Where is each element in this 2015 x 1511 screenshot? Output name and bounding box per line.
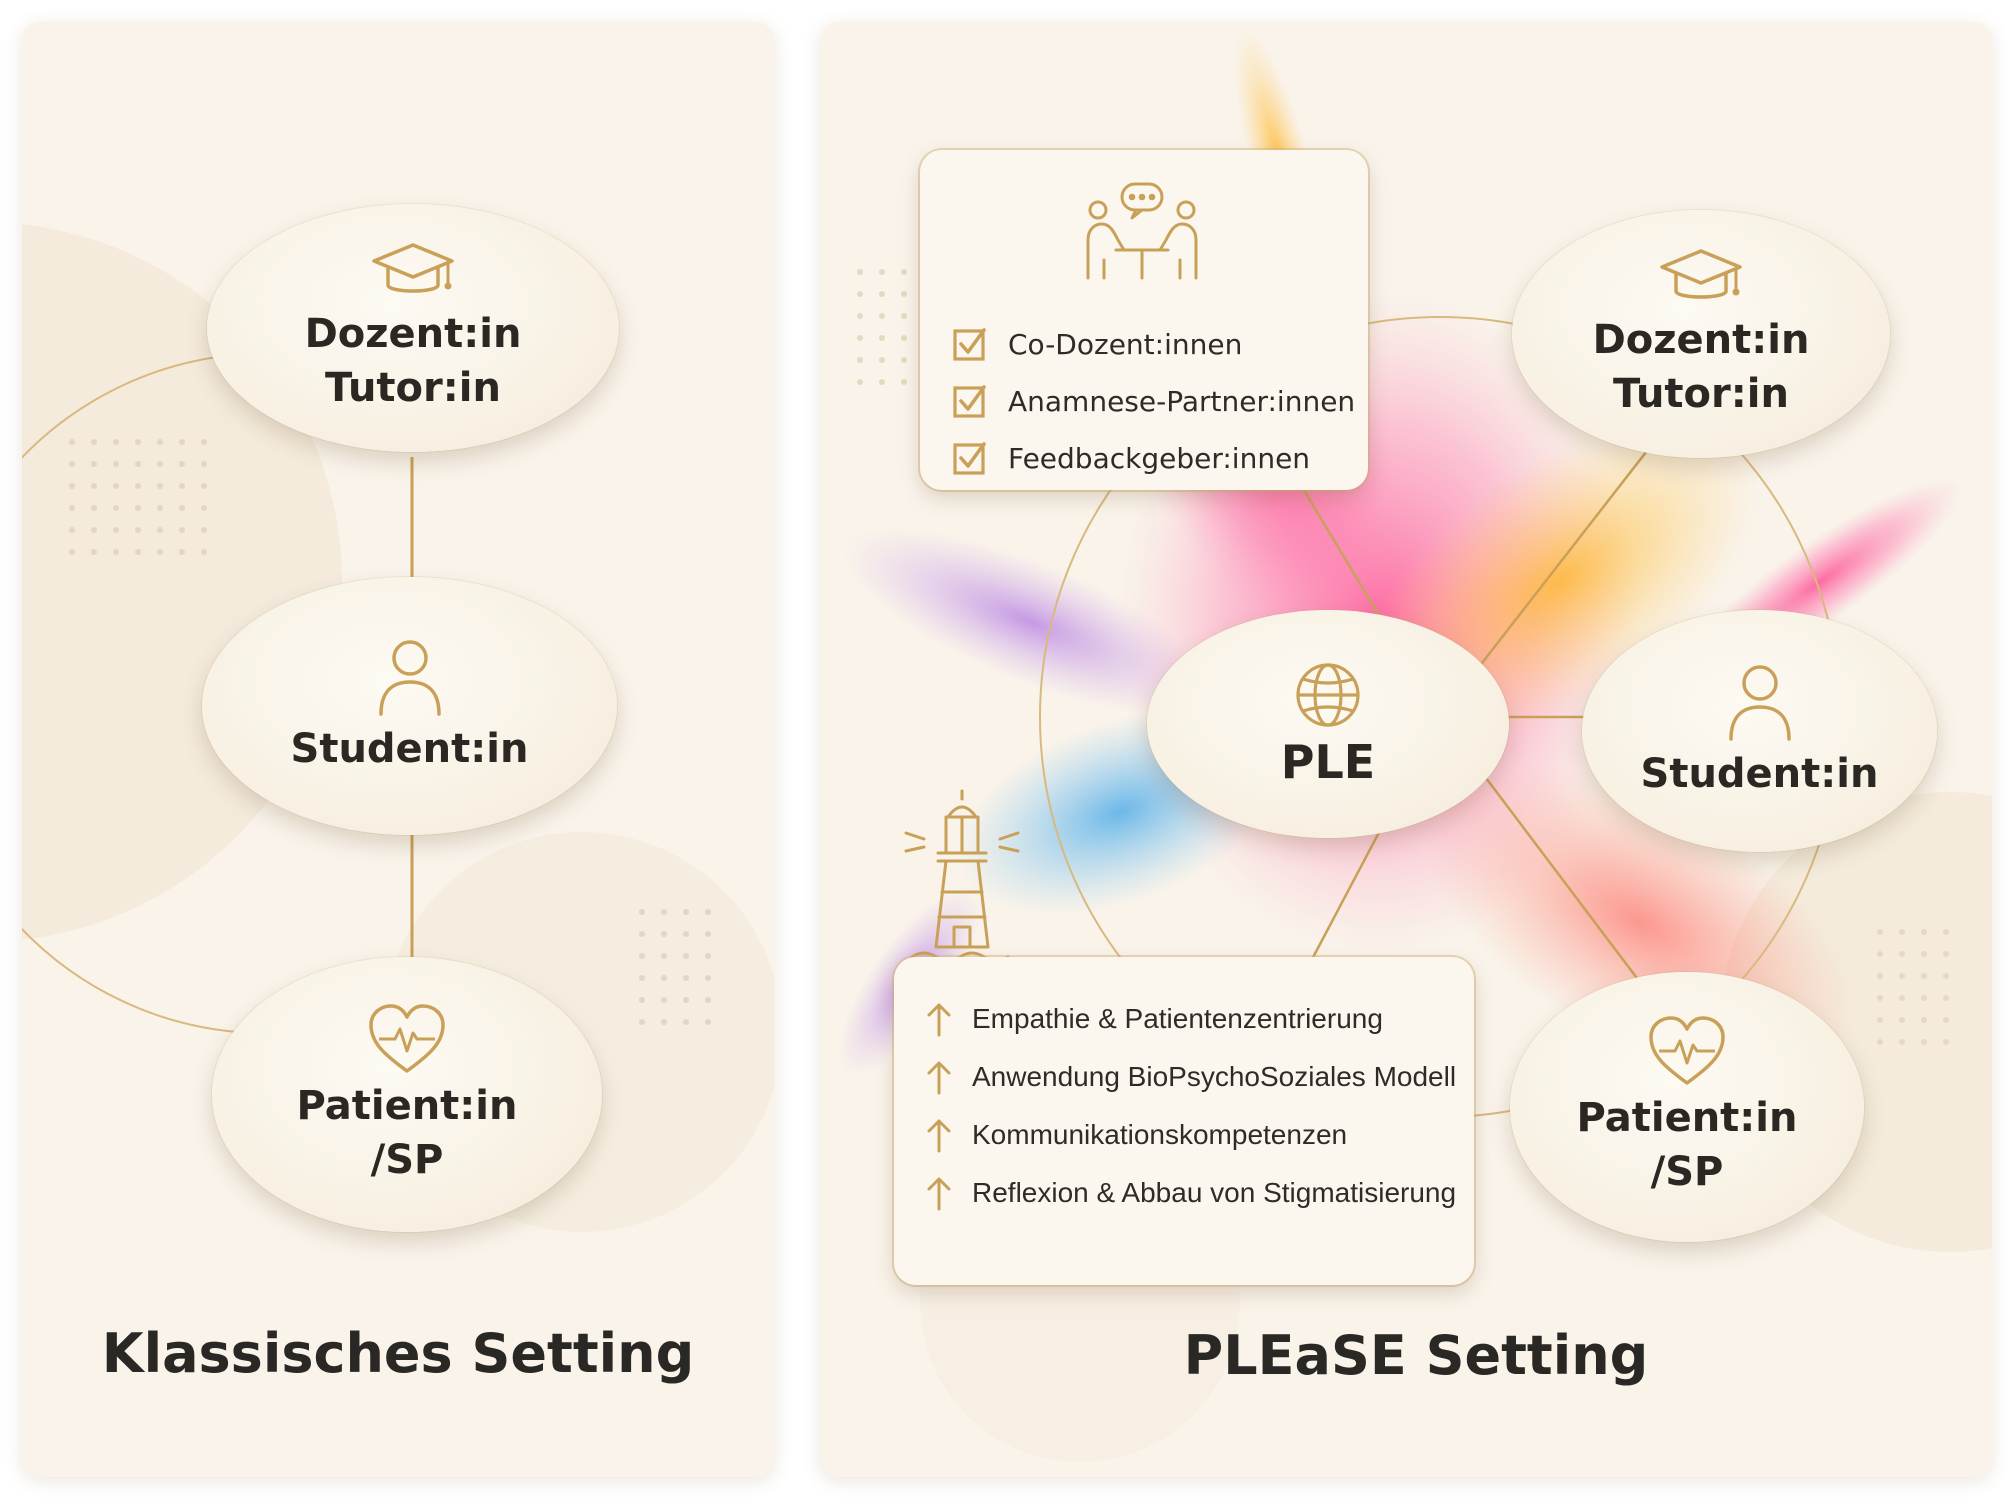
arrow-up-icon [927, 1003, 951, 1037]
heart-pulse-icon [369, 1003, 445, 1073]
roles-item-label: Co-Dozent:innen [1008, 327, 1243, 361]
node-teacher-line2: Tutor:in [1613, 371, 1789, 417]
node-teacher-line1: Dozent:in [304, 311, 522, 357]
node-patient-line2: /SP [1650, 1149, 1724, 1195]
outcome-item: Anwendung BioPsychoSoziales Modell [924, 1055, 1456, 1099]
checkbox-checked-icon [953, 385, 986, 418]
lighthouse-icon [904, 789, 1020, 975]
outcome-item-label: Empathie & Patientenzentrierung [972, 1003, 1383, 1034]
outcomes-card: Empathie & Patientenzentrierung Anwendun… [894, 957, 1474, 1285]
roles-item: Co-Dozent:innen [952, 322, 1242, 366]
checkbox-checked-icon [953, 328, 986, 361]
outcome-item-label: Kommunikationskompetenzen [972, 1119, 1348, 1150]
node-ple-label: PLE [1280, 735, 1376, 789]
node-patient-line1: Patient:in [296, 1082, 518, 1129]
classic-setting-panel: Dozent:in Tutor:in Student:in Patient:in… [22, 22, 774, 1477]
checkbox-checked-icon [953, 442, 986, 475]
node-patient: Patient:in /SP [1510, 972, 1864, 1242]
outcome-item: Empathie & Patientenzentrierung [924, 997, 1383, 1041]
node-teacher: Dozent:in Tutor:in [207, 204, 619, 452]
roles-item-label: Anamnese-Partner:innen [1008, 384, 1356, 418]
node-student-line1: Student:in [1640, 751, 1879, 797]
node-ple-center: PLE [1147, 610, 1509, 838]
person-icon [1728, 665, 1791, 741]
roles-item: Feedbackgeber:innen [952, 436, 1310, 480]
node-teacher-line2: Tutor:in [325, 365, 501, 411]
node-teacher: Dozent:in Tutor:in [1512, 210, 1890, 458]
graduation-cap-icon [372, 243, 454, 293]
classic-connector-arc [22, 356, 238, 1033]
node-student: Student:in [202, 577, 617, 835]
heart-pulse-icon [1649, 1016, 1725, 1085]
node-teacher-line1: Dozent:in [1592, 317, 1810, 363]
node-patient: Patient:in /SP [212, 957, 602, 1232]
please-setting-panel: Co-Dozent:innen Anamnese-Partner:innen F… [820, 22, 1992, 1477]
outcome-item: Kommunikationskompetenzen [924, 1113, 1347, 1157]
dot-grid-decoration [69, 439, 711, 1025]
please-setting-title: PLEaSE Setting [1183, 1324, 1649, 1387]
roles-item: Anamnese-Partner:innen [952, 379, 1355, 423]
arrow-up-icon [927, 1119, 951, 1153]
roles-card: Co-Dozent:innen Anamnese-Partner:innen F… [920, 150, 1368, 490]
arrow-up-icon [927, 1061, 951, 1095]
outcome-item: Reflexion & Abbau von Stigmatisierung [924, 1171, 1456, 1215]
node-student-line1: Student:in [290, 726, 529, 772]
globe-icon [1296, 663, 1360, 727]
node-patient-line1: Patient:in [1576, 1095, 1798, 1141]
outcome-item-label: Anwendung BioPsychoSoziales Modell [972, 1061, 1457, 1092]
outcome-item-label: Reflexion & Abbau von Stigmatisierung [972, 1177, 1457, 1208]
arrow-up-icon [927, 1177, 951, 1211]
person-icon [378, 640, 441, 716]
node-student: Student:in [1582, 610, 1937, 852]
node-patient-line2: /SP [370, 1136, 444, 1183]
classic-setting-title: Klassisches Setting [101, 1322, 695, 1385]
dot-grid-decoration [857, 269, 1949, 1045]
roles-item-label: Feedbackgeber:innen [1008, 441, 1311, 475]
conversation-icon [1086, 182, 1198, 280]
graduation-cap-icon [1660, 249, 1742, 299]
